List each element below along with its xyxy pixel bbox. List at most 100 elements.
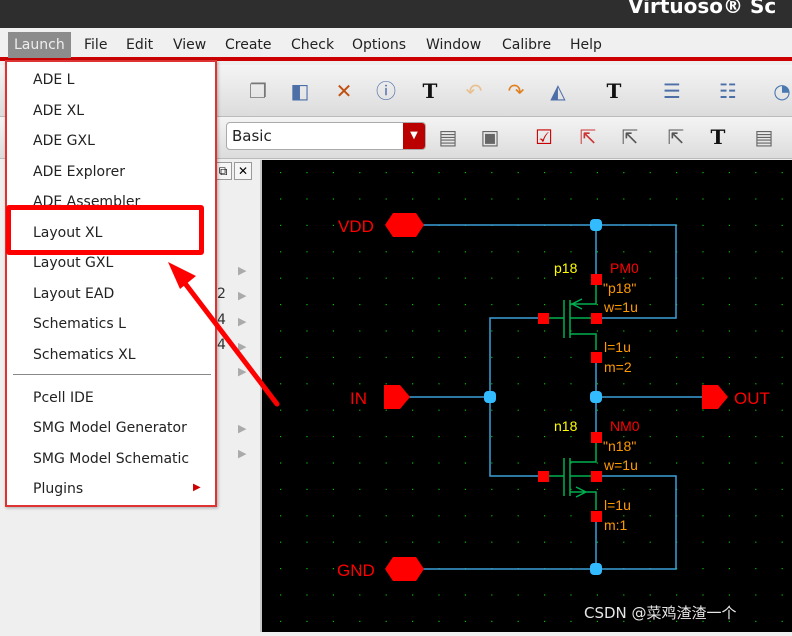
menu-item-plugins[interactable]: Plugins bbox=[33, 481, 84, 497]
redo-icon[interactable]: ↷ bbox=[507, 79, 525, 103]
schematic-canvas[interactable]: VDD GND IN OUT p18 PM0 "p18" w=1u l=1u m… bbox=[262, 160, 792, 632]
save-view-icon[interactable]: ▤ bbox=[438, 125, 458, 149]
menu-item-ade-explorer[interactable]: ADE Explorer bbox=[33, 164, 125, 180]
grid-dot bbox=[332, 541, 334, 543]
pin-in-icon[interactable] bbox=[384, 385, 410, 409]
select-properties-icon[interactable]: ▤ bbox=[754, 125, 774, 149]
menu-item-smg-model-schematic[interactable]: SMG Model Schematic bbox=[33, 451, 190, 467]
menu-view[interactable]: View bbox=[173, 37, 207, 53]
grid-dot bbox=[385, 488, 387, 490]
grid-dot bbox=[596, 383, 598, 385]
grid-dot bbox=[517, 409, 519, 411]
select-pins-icon[interactable]: ⇱ bbox=[667, 125, 685, 149]
select-instances-icon[interactable]: ⇱ bbox=[579, 125, 597, 149]
grid-dot bbox=[280, 488, 282, 490]
grid-dot bbox=[517, 304, 519, 306]
menu-options[interactable]: Options bbox=[352, 37, 407, 53]
stretch-icon[interactable]: ◧ bbox=[290, 79, 310, 103]
grid-dot bbox=[570, 620, 572, 622]
pin-vdd-icon[interactable] bbox=[385, 213, 424, 237]
menu-item-schematics-xl[interactable]: Schematics XL bbox=[33, 347, 136, 363]
menu-window[interactable]: Window bbox=[426, 37, 482, 53]
menu-item-ade-l[interactable]: ADE L bbox=[33, 72, 75, 88]
expand-arrow-icon[interactable]: ▶ bbox=[238, 422, 247, 435]
grid-dot bbox=[464, 620, 466, 622]
grid-dot bbox=[385, 330, 387, 332]
grid-dot bbox=[306, 620, 308, 622]
grid-dot bbox=[438, 383, 440, 385]
grid-dot bbox=[412, 198, 414, 200]
grid-dot bbox=[570, 172, 572, 174]
grid-dot bbox=[491, 462, 493, 464]
expand-arrow-icon[interactable]: ▶ bbox=[238, 315, 247, 328]
menu-item-schematics-l[interactable]: Schematics L bbox=[33, 316, 126, 332]
grid-dot bbox=[728, 277, 730, 279]
pmos-symbol bbox=[548, 285, 597, 350]
select-labels-icon[interactable]: T bbox=[710, 125, 726, 149]
select-wires-icon[interactable]: ⇱ bbox=[621, 125, 639, 149]
delete-view-icon[interactable]: ▣ bbox=[480, 125, 500, 149]
grid-dot bbox=[332, 436, 334, 438]
watermark: CSDN @菜鸡渣渣一个 bbox=[584, 604, 737, 622]
workspace-combo[interactable]: Basic ▼ bbox=[226, 122, 426, 150]
info-icon[interactable]: ⓘ bbox=[376, 79, 396, 103]
grid-dot bbox=[702, 198, 704, 200]
expand-arrow-icon[interactable]: ▶ bbox=[238, 289, 247, 302]
close-icon[interactable]: ✕ bbox=[234, 162, 252, 180]
grid-dot bbox=[517, 330, 519, 332]
expand-arrow-icon[interactable]: ▶ bbox=[238, 264, 247, 277]
nmos-name: NM0 bbox=[610, 418, 640, 434]
grid-dot bbox=[623, 515, 625, 517]
menu-item-ade-gxl[interactable]: ADE GXL bbox=[33, 133, 95, 149]
count: 4 bbox=[217, 312, 226, 328]
zoom-icon[interactable]: ◔ bbox=[773, 79, 791, 103]
grid-dot bbox=[306, 277, 308, 279]
menu-item-layout-ead[interactable]: Layout EAD bbox=[33, 286, 115, 302]
align-center-icon[interactable]: ☷ bbox=[719, 79, 737, 103]
grid-dot bbox=[412, 541, 414, 543]
undo-icon[interactable]: ↶ bbox=[465, 79, 483, 103]
delete-icon[interactable]: ✕ bbox=[335, 79, 353, 103]
menu-edit[interactable]: Edit bbox=[126, 37, 154, 53]
text-size-icon[interactable]: T bbox=[606, 79, 622, 103]
grid-dot bbox=[385, 594, 387, 596]
pin-gnd-icon[interactable] bbox=[385, 557, 424, 581]
copy-icon[interactable]: ❐ bbox=[249, 79, 267, 103]
menu-help[interactable]: Help bbox=[570, 37, 602, 53]
select-all-icon[interactable]: ☑ bbox=[535, 125, 553, 149]
grid-dot bbox=[491, 383, 493, 385]
menu-item-ade-xl[interactable]: ADE XL bbox=[33, 103, 85, 119]
grid-dot bbox=[359, 488, 361, 490]
menu-item-layout-gxl[interactable]: Layout GXL bbox=[33, 255, 114, 271]
nmos-length: l=1u bbox=[604, 497, 631, 513]
grid-dot bbox=[438, 462, 440, 464]
grid-dot bbox=[544, 436, 546, 438]
expand-arrow-icon[interactable]: ▶ bbox=[238, 365, 247, 378]
grid-dot bbox=[649, 436, 651, 438]
grid-dot bbox=[570, 488, 572, 490]
chevron-down-icon[interactable]: ▼ bbox=[403, 123, 425, 149]
menu-create[interactable]: Create bbox=[225, 37, 272, 53]
grid-dot bbox=[755, 383, 757, 385]
grid-dot bbox=[649, 356, 651, 358]
grid-dot bbox=[676, 383, 678, 385]
grid-dot bbox=[280, 515, 282, 517]
menu-item-smg-model-generator[interactable]: SMG Model Generator bbox=[33, 420, 187, 436]
menu-item-pcell-ide[interactable]: Pcell IDE bbox=[33, 390, 94, 406]
expand-arrow-icon[interactable]: ▶ bbox=[238, 447, 247, 460]
edit-text-icon[interactable]: T bbox=[422, 79, 438, 103]
pmos-name: PM0 bbox=[610, 260, 639, 276]
grid-dot bbox=[464, 462, 466, 464]
expand-arrow-icon[interactable]: ▶ bbox=[238, 340, 247, 353]
grid-dot bbox=[755, 224, 757, 226]
menu-launch[interactable]: Launch bbox=[8, 32, 71, 58]
rotate-icon[interactable]: ◭ bbox=[550, 79, 566, 103]
nmos-multiplier: m:1 bbox=[604, 517, 628, 533]
menu-check[interactable]: Check bbox=[291, 37, 335, 53]
menu-file[interactable]: File bbox=[84, 37, 108, 53]
align-left-icon[interactable]: ☰ bbox=[663, 79, 681, 103]
menu-item-layout-xl[interactable]: Layout XL bbox=[33, 225, 103, 241]
menu-calibre[interactable]: Calibre bbox=[502, 37, 552, 53]
pin-out-icon[interactable] bbox=[702, 385, 728, 409]
grid-dot bbox=[385, 304, 387, 306]
